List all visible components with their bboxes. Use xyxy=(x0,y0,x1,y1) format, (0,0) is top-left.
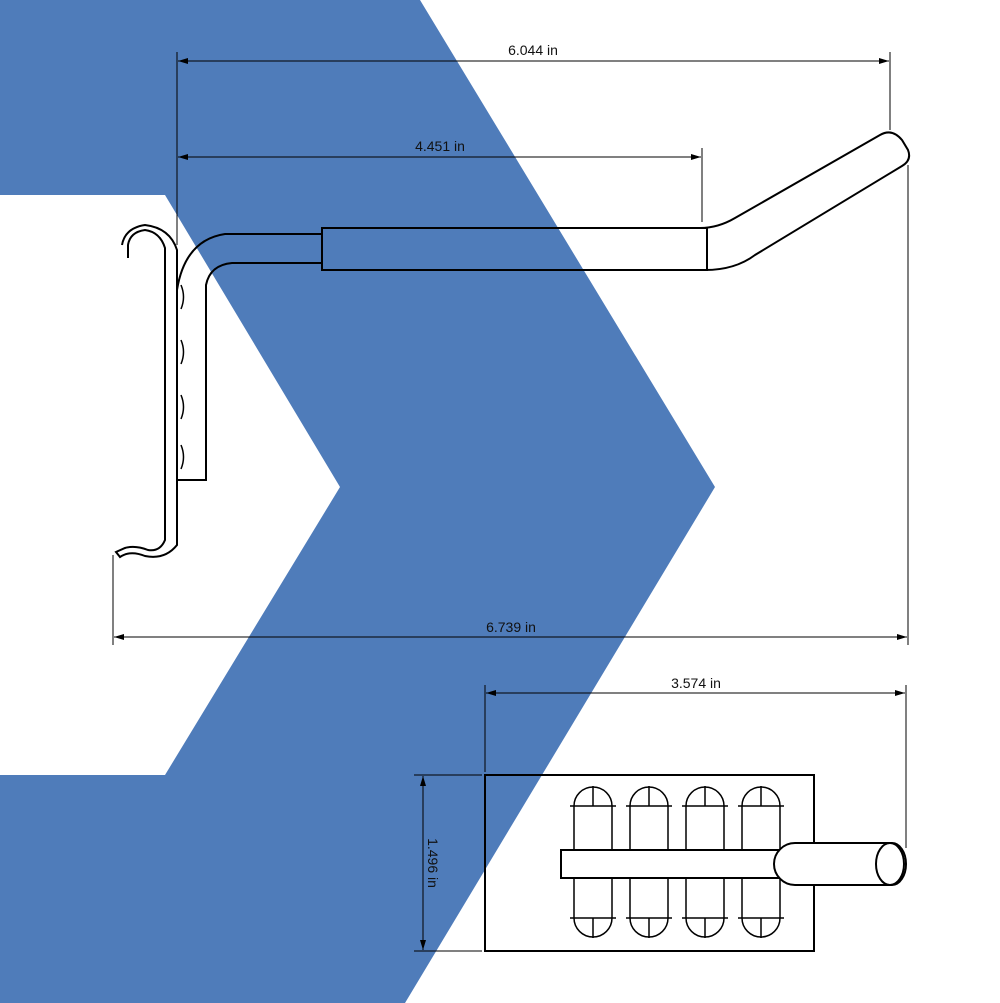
dim-label-total-depth: 6.739 in xyxy=(486,619,536,635)
dim-label-top-view-length: 3.574 in xyxy=(671,675,721,691)
top-view-plate xyxy=(484,774,907,952)
dim-label-straight-length: 4.451 in xyxy=(415,138,465,154)
dim-label-top-view-height: 1.496 in xyxy=(425,838,441,888)
dim-label-overall-arm-length: 6.044 in xyxy=(508,42,558,58)
side-view-hook xyxy=(114,131,911,559)
background-chevron-shape xyxy=(0,0,715,1003)
